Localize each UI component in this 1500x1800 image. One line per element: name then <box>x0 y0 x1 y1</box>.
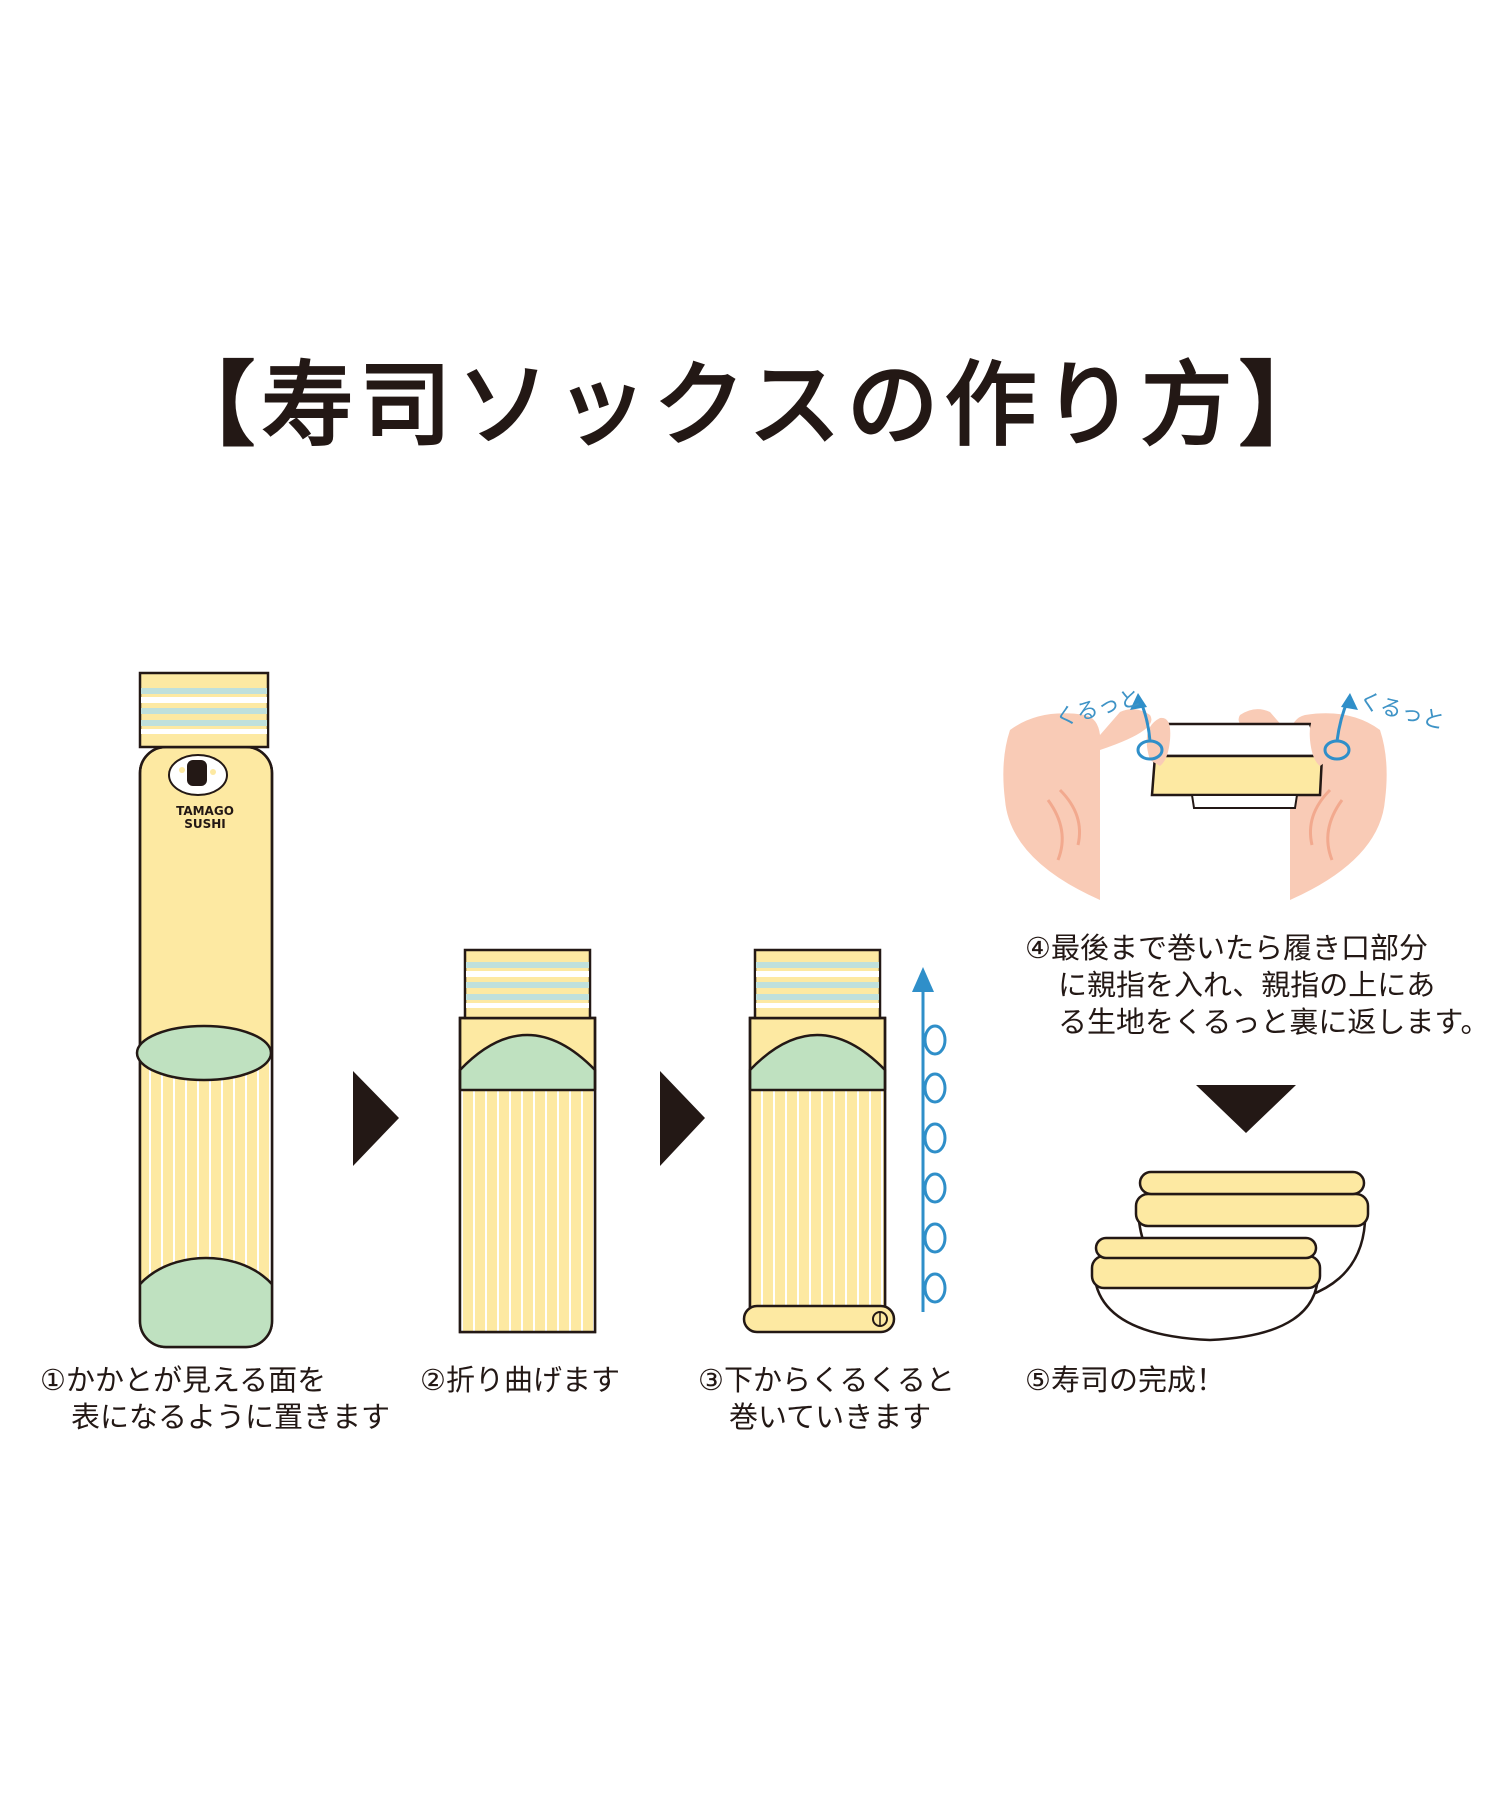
step2-folded-sock-illustration <box>458 948 597 1334</box>
arrow-right-icon <box>353 1071 399 1166</box>
step-4-line-2: に親指を入れ、親指の上にあ <box>1058 968 1436 1002</box>
roll-up-arrow-icon <box>912 967 947 1312</box>
step-1-line-2: 表になるように置きます <box>71 1400 391 1434</box>
step-2-line-1: ②折り曲げます <box>420 1363 620 1397</box>
step-1-line-1: ①かかとが見える面を <box>40 1363 327 1397</box>
step-3-line-1: ③下からくるくると <box>698 1363 955 1397</box>
step-5-line-1: ⑤寿司の完成！ <box>1025 1363 1225 1397</box>
step-3-line-2: 巻いていきます <box>729 1400 932 1434</box>
step-4-line-3: る生地をくるっと裏に返します。 <box>1058 1005 1490 1039</box>
tamago-sushi-logo-icon <box>168 754 228 796</box>
step4-hands-illustration <box>1003 693 1387 900</box>
step5-sushi-illustration <box>1090 1170 1370 1342</box>
logo-text-line1: TAMAGO <box>176 804 234 818</box>
logo-text-line2: SUSHI <box>184 817 226 831</box>
step1-sock-illustration: TAMAGO SUSHI <box>135 671 274 1349</box>
step-1-caption: ①かかとが見える面を 表になるように置きます <box>40 1362 390 1436</box>
step-5-caption: ⑤寿司の完成！ <box>1025 1362 1225 1399</box>
step-3-caption: ③下からくるくると 巻いていきます <box>698 1362 955 1436</box>
step-4-line-1: ④最後まで巻いたら履き口部分 <box>1025 931 1428 965</box>
page-title: 【寿司ソックスの作り方】 <box>163 352 1337 459</box>
arrow-down-icon <box>1196 1085 1296 1133</box>
step3-rolling-sock-illustration <box>742 948 896 1334</box>
step-2-caption: ②折り曲げます <box>420 1362 620 1399</box>
step-4-caption: ④最後まで巻いたら履き口部分 に親指を入れ、親指の上にあ る生地をくるっと裏に返… <box>1025 930 1490 1041</box>
arrow-right-icon <box>660 1071 705 1166</box>
